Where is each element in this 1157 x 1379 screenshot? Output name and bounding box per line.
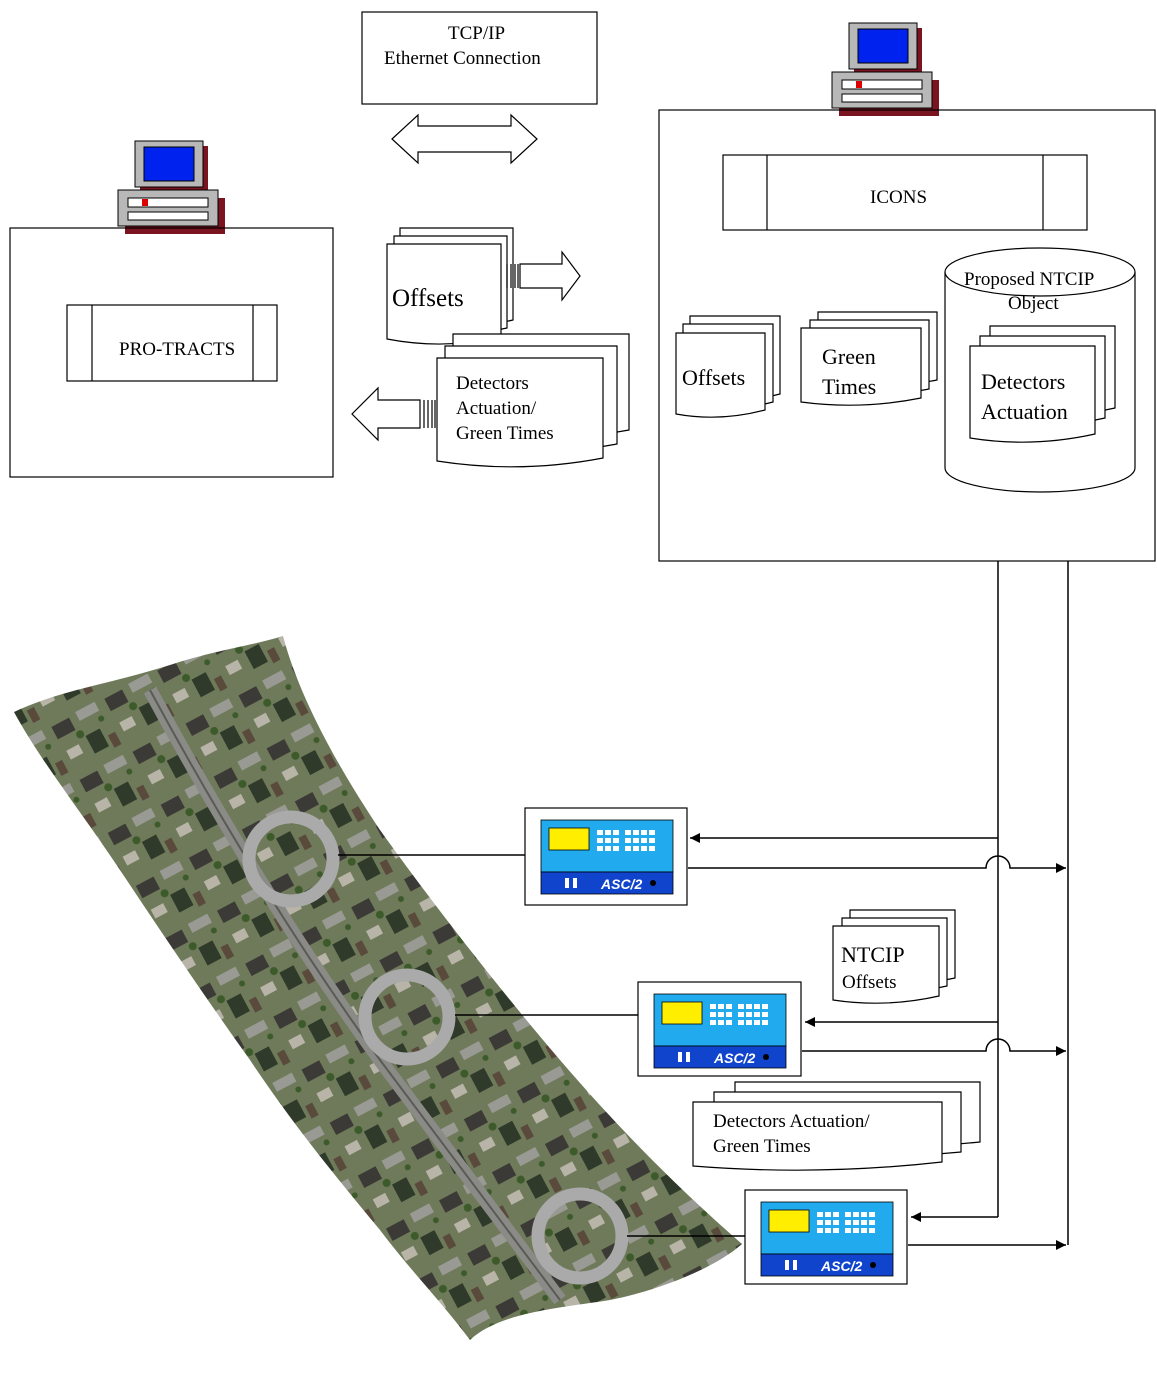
detectors-transfer-line2: Actuation/ bbox=[456, 398, 537, 419]
controller-2-brand: ASC/2 bbox=[713, 1050, 755, 1066]
ntcip-offsets-document-stack: NTCIP Offsets bbox=[832, 909, 956, 1004]
icons-offsets-label: Offsets bbox=[682, 365, 745, 390]
ntcip-offsets-line1: NTCIP bbox=[841, 942, 905, 967]
detectors-transfer-line3: Green Times bbox=[456, 423, 554, 444]
ntcip-object-line2: Object bbox=[1008, 293, 1059, 314]
ntcip-offsets-line2: Offsets bbox=[842, 972, 897, 993]
icons-label: ICONS bbox=[870, 187, 927, 208]
tcpip-label: TCP/IP bbox=[448, 23, 505, 44]
controller-1-brand: ASC/2 bbox=[600, 876, 642, 892]
pro-tracts-program-box: PRO-TRACTS bbox=[66, 304, 278, 382]
offsets-transfer-label: Offsets bbox=[392, 285, 464, 312]
detectors-actuation-line1: Detectors bbox=[981, 369, 1065, 394]
icons-program-box: ICONS bbox=[722, 154, 1088, 231]
field-detectors-document-stack: Detectors Actuation/ Green Times bbox=[692, 1081, 981, 1171]
detectors-actuation-line2: Actuation bbox=[981, 399, 1068, 424]
icons-green-times-document-stack: Green Times bbox=[800, 311, 938, 406]
icons-computer-icon bbox=[831, 22, 939, 116]
pro-tracts-workstation-frame bbox=[9, 227, 334, 478]
traffic-controller-3: ASC/2 bbox=[744, 1189, 908, 1285]
ntcip-object-line1: Proposed NTCIP bbox=[964, 269, 1094, 290]
tcpip-network-box: TCP/IP Ethernet Connection bbox=[361, 11, 598, 105]
report-arrow-1 bbox=[688, 855, 1066, 873]
intersection-marker-1 bbox=[242, 810, 340, 908]
ethernet-connection-label: Ethernet Connection bbox=[384, 48, 541, 69]
intersection-marker-2 bbox=[358, 968, 456, 1066]
report-arrow-2 bbox=[802, 1038, 1066, 1056]
icons-workstation-frame bbox=[658, 109, 1156, 562]
green-times-line1: Green bbox=[822, 344, 876, 369]
pro-tracts-label: PRO-TRACTS bbox=[119, 339, 235, 360]
detectors-transfer-line1: Detectors bbox=[456, 373, 529, 394]
offsets-document-stack: Offsets bbox=[386, 227, 514, 345]
intersection-marker-3 bbox=[531, 1187, 629, 1285]
traffic-controller-2: ASC/2 bbox=[637, 981, 802, 1077]
traffic-controller-1: ASC/2 bbox=[524, 807, 688, 906]
arrow-left-icon bbox=[351, 386, 436, 442]
arrow-right-icon bbox=[506, 250, 581, 302]
icons-offsets-document-stack: Offsets bbox=[675, 315, 781, 418]
icons-detectors-document-stack: Detectors Actuation bbox=[969, 325, 1116, 443]
controller-3-brand: ASC/2 bbox=[820, 1258, 862, 1274]
detectors-document-stack: Detectors Actuation/ Green Times bbox=[436, 333, 630, 468]
field-detectors-line2: Green Times bbox=[713, 1136, 811, 1157]
field-detectors-line1: Detectors Actuation/ bbox=[713, 1111, 870, 1132]
pro-tracts-computer-icon bbox=[117, 140, 225, 234]
green-times-line2: Times bbox=[822, 374, 876, 399]
bidirectional-arrow-icon bbox=[391, 113, 538, 165]
